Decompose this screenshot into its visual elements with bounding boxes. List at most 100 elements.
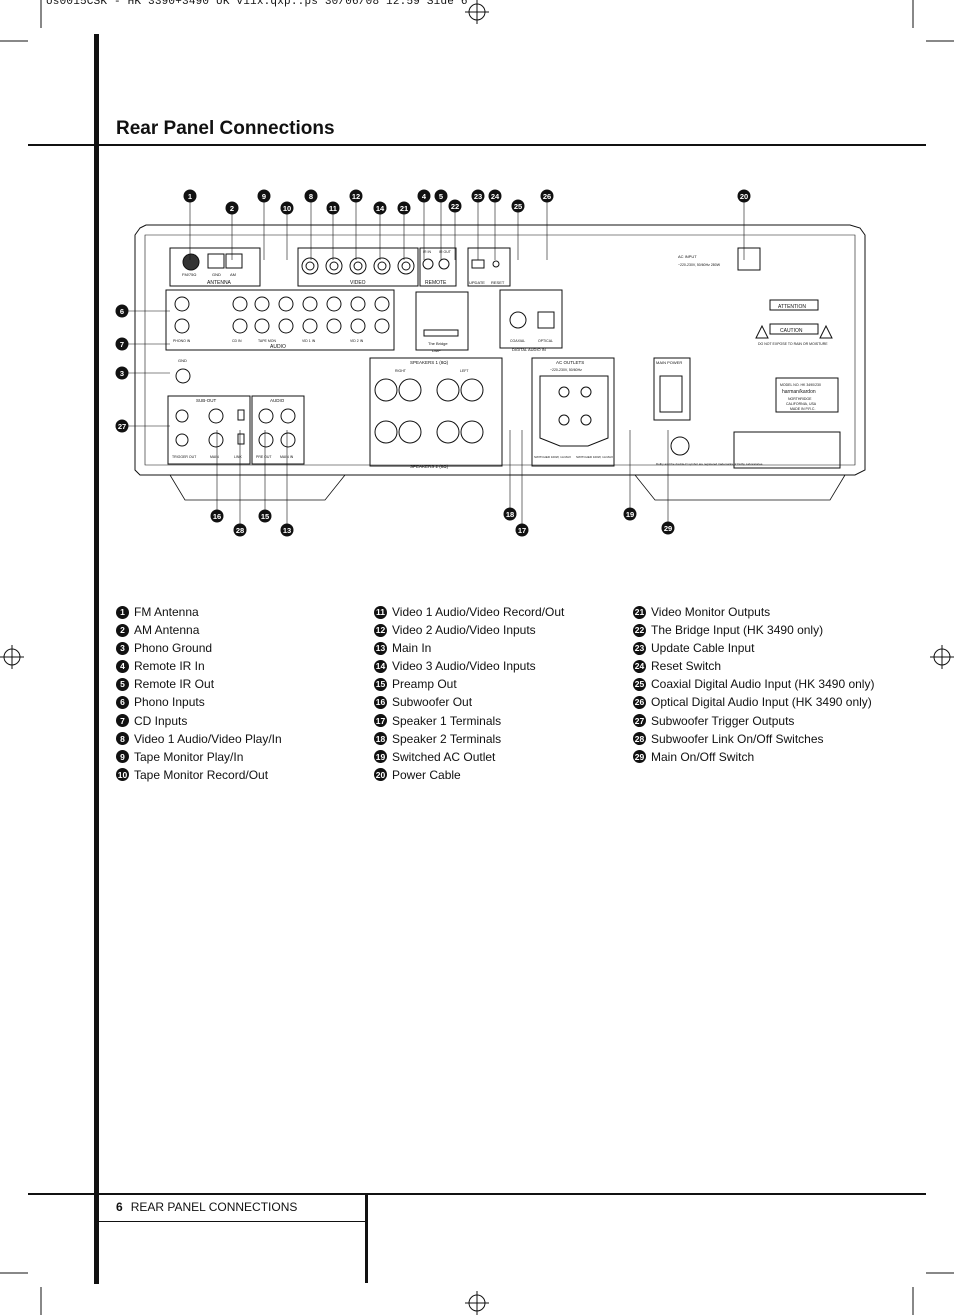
- svg-text:CD IN: CD IN: [232, 339, 242, 343]
- callout-number: 6: [116, 696, 129, 710]
- callout-number: 26: [633, 696, 646, 710]
- callout-bubble: 16: [210, 430, 224, 523]
- svg-text:5: 5: [439, 192, 443, 201]
- svg-text:VID 2 IN: VID 2 IN: [350, 339, 364, 343]
- main-power-panel: [653, 357, 691, 421]
- callout-number: 29: [633, 750, 646, 764]
- callout-number: 9: [116, 750, 129, 764]
- callout-number: 23: [633, 641, 646, 655]
- svg-text:VIDEO: VIDEO: [350, 280, 366, 286]
- svg-text:MAIN: MAIN: [210, 455, 219, 459]
- callout-bubble: 17: [515, 430, 529, 537]
- callout-bubble: 25: [511, 199, 525, 260]
- svg-text:GND: GND: [212, 272, 221, 277]
- svg-text:harman/kardon: harman/kardon: [782, 389, 816, 395]
- legend-label: Main On/Off Switch: [651, 749, 755, 764]
- attention-label: [769, 299, 819, 311]
- antenna-panel: [169, 247, 261, 287]
- svg-text:AC OUTLETS: AC OUTLETS: [556, 360, 584, 365]
- callout-number: 15: [374, 677, 387, 691]
- svg-text:AUDIO: AUDIO: [270, 344, 286, 350]
- svg-text:SPEAKERS 2 (8Ω): SPEAKERS 2 (8Ω): [410, 464, 449, 469]
- svg-text:RESET: RESET: [491, 280, 505, 285]
- callout-number: 27: [633, 714, 646, 728]
- callout-bubble: 23: [471, 189, 485, 260]
- svg-text:PRE OUT: PRE OUT: [256, 455, 272, 459]
- svg-text:12: 12: [352, 192, 360, 201]
- svg-text:7: 7: [120, 340, 124, 349]
- legend-item: 25 Coaxial Digital Audio Input (HK 3490 o…: [633, 675, 874, 693]
- footer-rule: [28, 1193, 926, 1195]
- svg-text:GND: GND: [178, 358, 187, 363]
- svg-text:DO NOT EXPOSE TO RAIN OR MOIST: DO NOT EXPOSE TO RAIN OR MOISTURE: [758, 342, 828, 346]
- rear-panel-diagram: ANTENNA FM/75Ω GND AM VIDEO REMOTE IR IN…: [115, 189, 866, 537]
- svg-text:16: 16: [213, 512, 221, 521]
- svg-text:IR IN: IR IN: [423, 250, 431, 254]
- legend-label: Tape Monitor Record/Out: [134, 767, 269, 782]
- svg-text:LEFT: LEFT: [460, 369, 469, 373]
- speaker-terminals-panel: [369, 357, 503, 467]
- svg-text:IR OUT: IR OUT: [439, 250, 452, 254]
- footer-divider: [365, 1193, 368, 1283]
- legend-label: Main In: [392, 641, 432, 656]
- ac-outlets-panel: [531, 357, 615, 467]
- callout-number: 8: [116, 732, 129, 746]
- callout-bubble: 29: [661, 430, 675, 535]
- chassis-outline: [134, 224, 866, 476]
- svg-text:AC INPUT: AC INPUT: [678, 254, 697, 259]
- legend-label: Video 3 Audio/Video Inputs: [392, 659, 536, 674]
- callout-number: 25: [633, 677, 646, 691]
- callout-number: 7: [116, 714, 129, 728]
- footer-section: REAR PANEL CONNECTIONS: [130, 1200, 298, 1214]
- svg-text:20: 20: [740, 192, 748, 201]
- svg-text:SPEAKERS 1 (8Ω): SPEAKERS 1 (8Ω): [410, 360, 449, 365]
- svg-text:COAXIAL: COAXIAL: [510, 339, 525, 343]
- legend-label: Subwoofer Out: [392, 695, 473, 710]
- callout-number: 1: [116, 605, 129, 619]
- legend-label: Coaxial Digital Audio Input (HK 3490 onl…: [651, 677, 875, 692]
- model-plate: [775, 377, 839, 413]
- page-title: Rear Panel Connections: [116, 118, 335, 139]
- callout-bubble: 3: [115, 366, 170, 380]
- callout-bubble: 10: [280, 201, 294, 260]
- callout-bubble: 24: [488, 189, 502, 260]
- page-margin-bar: [94, 34, 99, 1284]
- callout-bubble: 11: [326, 201, 340, 260]
- svg-text:SWITCHED 100W, 1A MAX: SWITCHED 100W, 1A MAX: [576, 455, 613, 459]
- svg-text:23: 23: [474, 192, 482, 201]
- legend-label: Power Cable: [392, 767, 461, 782]
- svg-text:11: 11: [329, 204, 337, 213]
- callout-number: 17: [374, 714, 387, 728]
- callout-bubble: 7: [115, 337, 170, 351]
- svg-text:MODEL NO. HK 3490/230: MODEL NO. HK 3490/230: [780, 383, 821, 387]
- svg-text:14: 14: [376, 204, 385, 213]
- callout-bubble: 14: [373, 201, 387, 260]
- legend-label: Video 2 Audio/Video Inputs: [392, 623, 536, 638]
- svg-text:9: 9: [262, 192, 266, 201]
- svg-text:AM: AM: [230, 272, 236, 277]
- svg-text:SWITCHED 100W, 1A MAX: SWITCHED 100W, 1A MAX: [534, 455, 571, 459]
- footer-underline: [98, 1221, 366, 1222]
- svg-text:RIGHT: RIGHT: [395, 369, 407, 373]
- svg-text:DIGITAL AUDIO IN: DIGITAL AUDIO IN: [512, 347, 546, 352]
- callout-number: 24: [633, 659, 646, 673]
- svg-text:PHONO IN: PHONO IN: [173, 339, 191, 343]
- svg-text:VID 1 IN: VID 1 IN: [302, 339, 316, 343]
- callout-bubble: 15: [258, 430, 272, 523]
- callout-bubble: 13: [280, 430, 294, 537]
- svg-text:UPDATE: UPDATE: [469, 280, 485, 285]
- callout-bubble: 26: [540, 189, 554, 260]
- svg-text:27: 27: [118, 422, 126, 431]
- svg-text:24: 24: [491, 192, 500, 201]
- svg-text:17: 17: [518, 526, 526, 535]
- callout-bubble: 6: [115, 304, 170, 318]
- antenna-label: ANTENNA: [207, 280, 232, 286]
